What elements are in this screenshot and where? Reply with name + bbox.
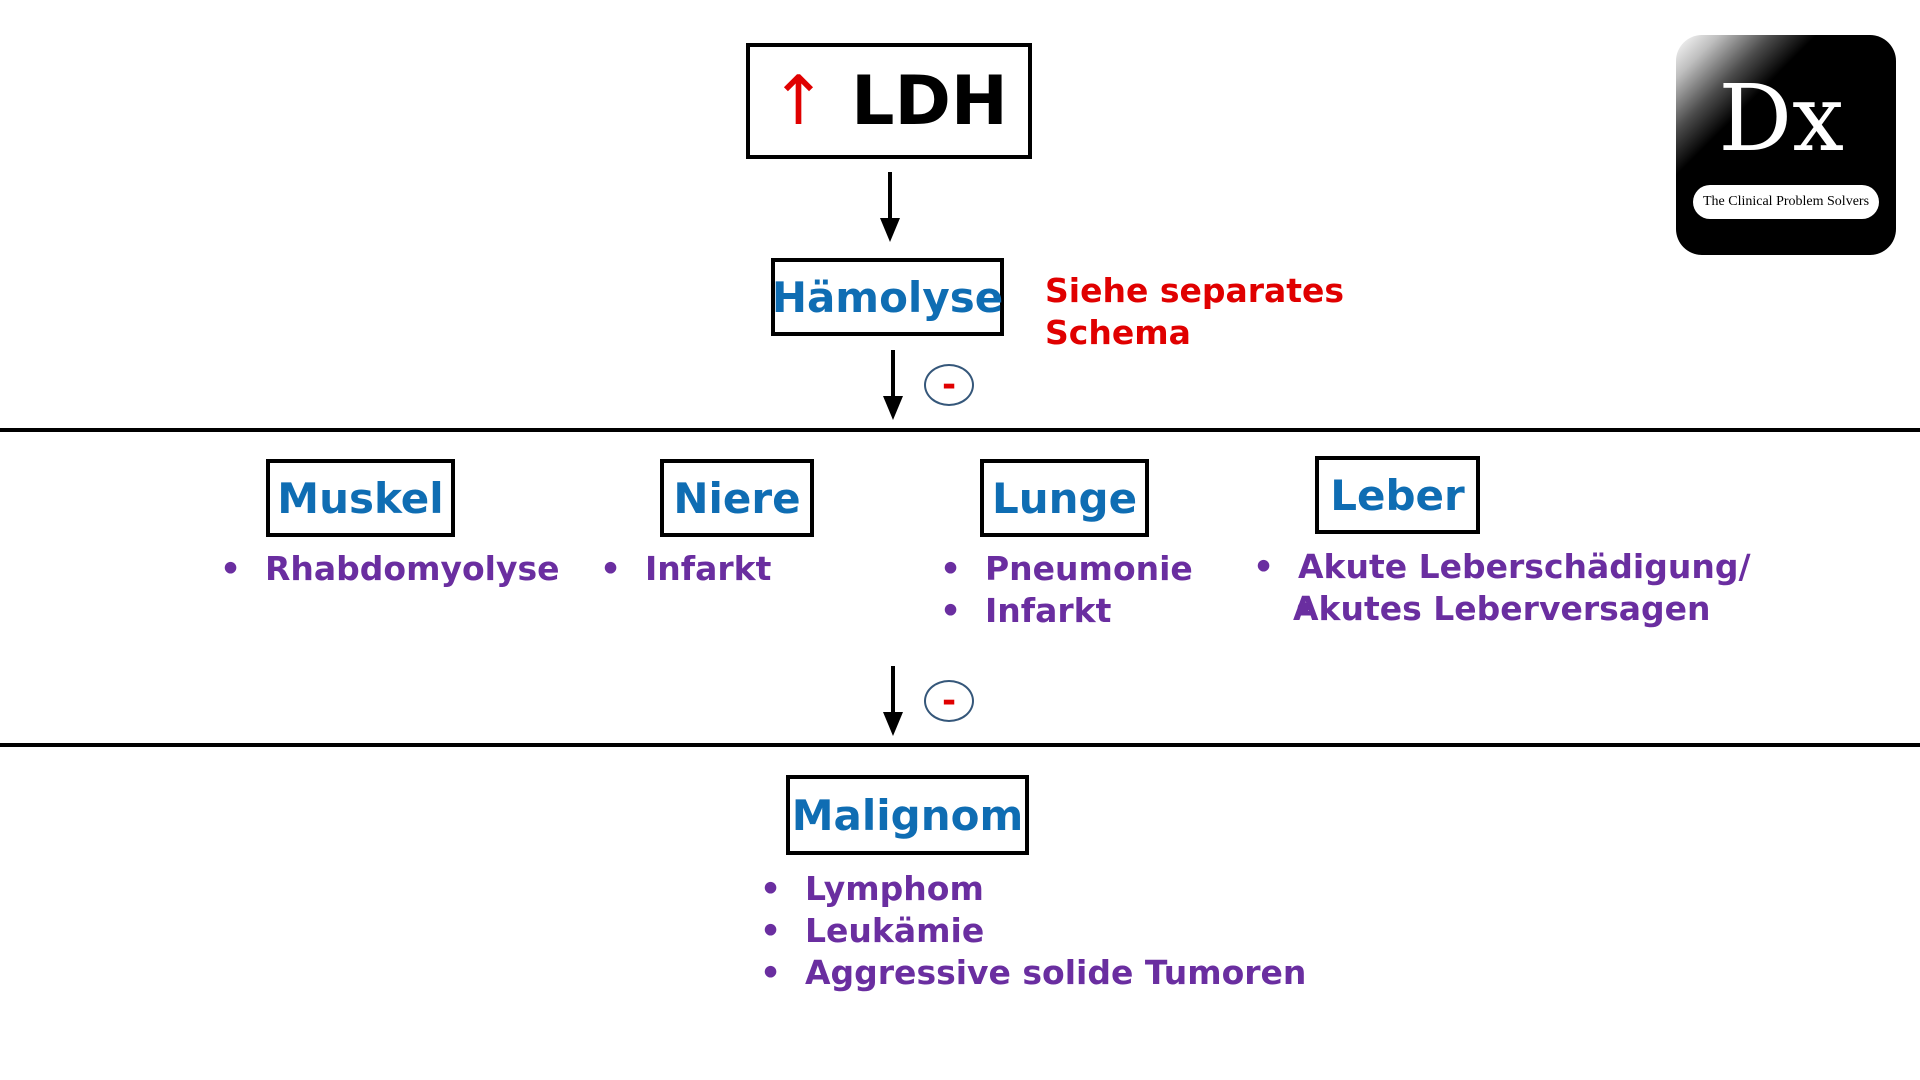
negative-marker: - bbox=[924, 680, 974, 722]
negative-marker-sign: - bbox=[941, 365, 957, 405]
list-item: Infarkt bbox=[940, 590, 1193, 632]
organ-label: Muskel bbox=[277, 473, 444, 523]
list-item: Aggressive solide Tumoren bbox=[760, 952, 1306, 994]
ldh-box: ↑ LDH bbox=[746, 43, 1032, 159]
ldh-title: LDH bbox=[851, 61, 1008, 141]
up-arrow-icon: ↑ bbox=[770, 61, 828, 141]
hemolysis-note-line: Siehe separates bbox=[1045, 271, 1345, 310]
organ-list-lung: Pneumonie Infarkt bbox=[940, 548, 1193, 632]
organ-label: Lunge bbox=[991, 473, 1138, 523]
list-item: Akute Leberschädigung/ bbox=[1253, 546, 1751, 588]
organ-box-liver: Leber bbox=[1315, 456, 1480, 534]
malignancy-box: Malignom bbox=[786, 775, 1029, 855]
logo-mark: Dx bbox=[1718, 65, 1844, 172]
hemolysis-note: Siehe separates Schema bbox=[1045, 270, 1344, 354]
hemolysis-label: Hämolyse bbox=[771, 272, 1004, 322]
organ-list-kidney: Infarkt bbox=[600, 548, 771, 590]
hemolysis-box: Hämolyse bbox=[771, 258, 1004, 336]
list-item: Rhabdomyolyse bbox=[220, 548, 560, 590]
organ-box-kidney: Niere bbox=[660, 459, 814, 537]
hemolysis-note-line: Schema bbox=[1045, 313, 1191, 352]
logo-tagline: The Clinical Problem Solvers bbox=[1693, 185, 1879, 219]
list-item: Lymphom bbox=[760, 868, 1306, 910]
negative-marker-sign: - bbox=[941, 681, 957, 721]
arrow-down-icon bbox=[883, 350, 903, 420]
organ-list-liver: Akute Leberschädigung/ Akutes Leberversa… bbox=[1253, 546, 1751, 630]
malignancy-list: Lymphom Leukämie Aggressive solide Tumor… bbox=[760, 868, 1306, 994]
divider-line bbox=[0, 428, 1920, 432]
list-item: Infarkt bbox=[600, 548, 771, 590]
organ-label: Leber bbox=[1330, 470, 1465, 520]
dx-logo: Dx The Clinical Problem Solvers bbox=[1676, 35, 1896, 255]
organ-box-lung: Lunge bbox=[980, 459, 1149, 537]
list-item: Pneumonie bbox=[940, 548, 1193, 590]
organ-label: Niere bbox=[673, 473, 801, 523]
organ-list-muscle: Rhabdomyolyse bbox=[220, 548, 560, 590]
list-item-continuation: Akutes Leberversagen bbox=[1293, 588, 1751, 630]
arrow-down-icon bbox=[883, 666, 903, 736]
divider-line bbox=[0, 743, 1920, 747]
malignancy-label: Malignom bbox=[791, 790, 1024, 840]
arrow-down-icon bbox=[880, 172, 900, 242]
negative-marker: - bbox=[924, 364, 974, 406]
list-item: Leukämie bbox=[760, 910, 1306, 952]
organ-box-muscle: Muskel bbox=[266, 459, 455, 537]
